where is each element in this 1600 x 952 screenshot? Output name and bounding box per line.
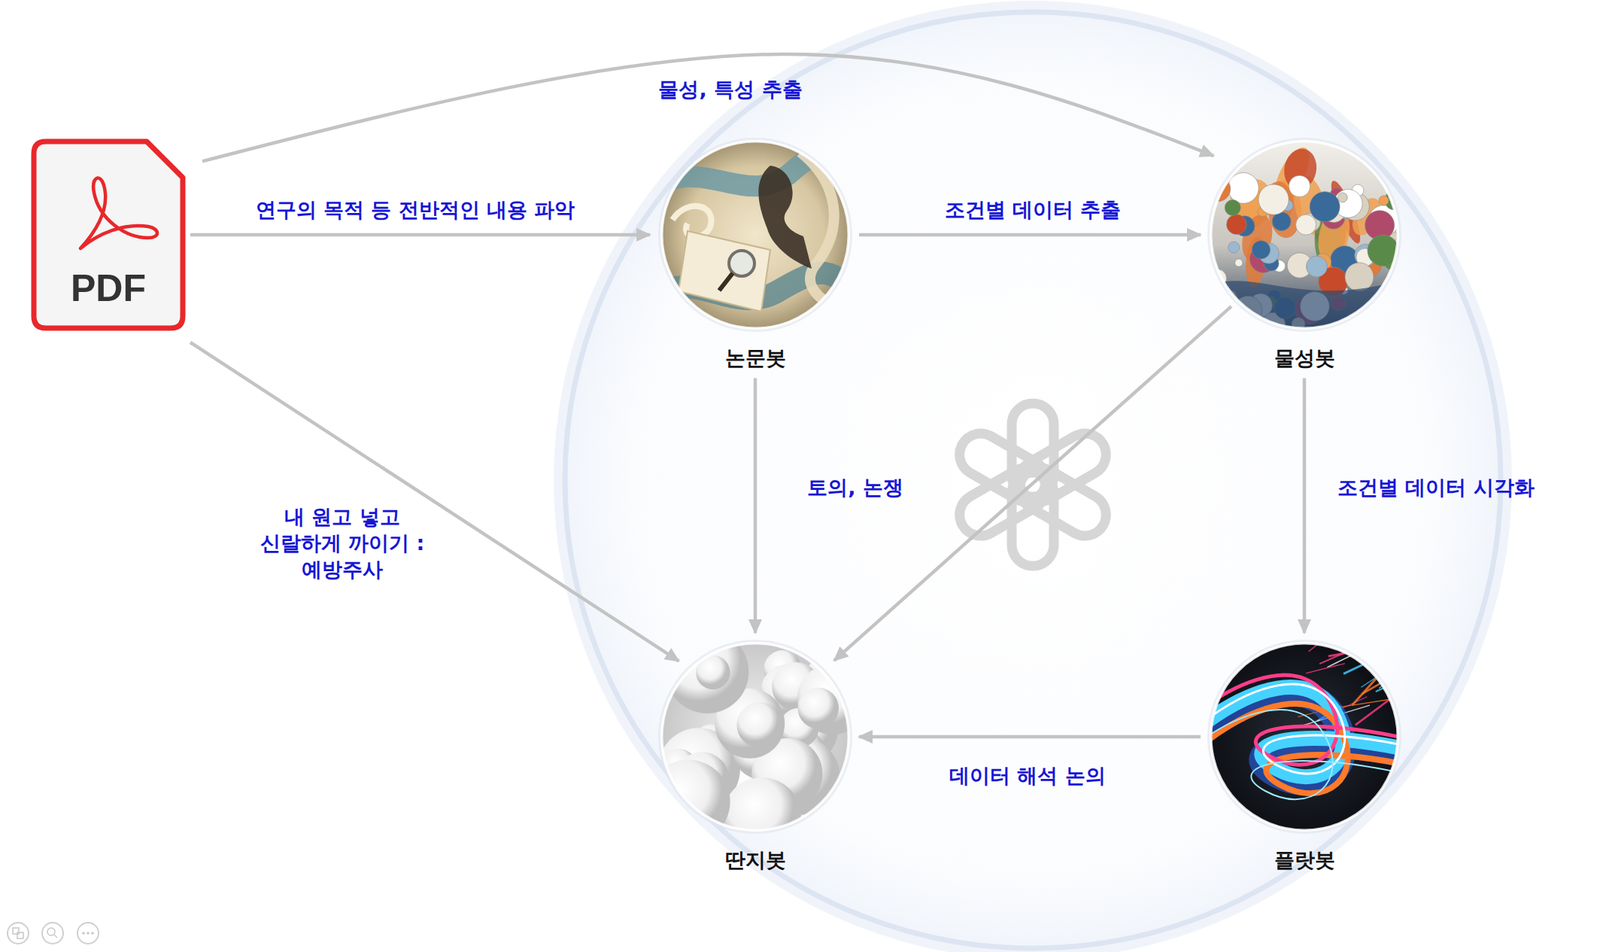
- art-content: [1206, 638, 1403, 835]
- bot-label: 논문봇: [657, 346, 854, 371]
- art-glow: [1207, 137, 1402, 332]
- art-magnifier: [728, 250, 755, 277]
- edge-label: 물성, 특성 추출: [658, 75, 802, 103]
- art-content: [657, 638, 854, 835]
- art-border: [1211, 141, 1398, 328]
- art-material: [1344, 262, 1374, 292]
- art-wave: [1206, 279, 1403, 333]
- bot-node: 논문봇: [657, 136, 854, 371]
- art-material: [1376, 298, 1387, 309]
- flow-arrow: [753, 377, 758, 633]
- flow-arrow: [190, 233, 650, 237]
- pdf-document: PDF: [27, 135, 189, 334]
- art-glow: [658, 137, 853, 332]
- art-streak: [1354, 638, 1400, 653]
- ui-icon-glyph: [86, 931, 90, 935]
- art-cloud-puff: [798, 687, 840, 729]
- bot-node: 플랏봇: [1206, 638, 1403, 872]
- viewer-icons: [7, 922, 99, 944]
- art-paper: [678, 230, 771, 312]
- art-border: [1211, 643, 1398, 830]
- art-cloud-puff: [736, 701, 783, 748]
- ui-icon-glyph: [17, 932, 24, 939]
- art-swoosh: [1206, 709, 1403, 799]
- art-bg: [657, 136, 854, 333]
- art-material: [1228, 241, 1240, 253]
- logo-petal: [951, 425, 1054, 509]
- art-material: [1309, 191, 1340, 222]
- art-streak: [1305, 663, 1345, 674]
- art-streak: [1352, 678, 1377, 705]
- art-streak: [1389, 648, 1403, 676]
- art-cloud-puff: [722, 777, 802, 835]
- art-material: [1208, 269, 1227, 289]
- art-border: [661, 141, 849, 328]
- bot-illustration: [1206, 638, 1403, 835]
- art-material: [1224, 199, 1241, 216]
- flow-arrow: [1302, 377, 1307, 633]
- art-material: [1366, 313, 1386, 333]
- art-material: [1235, 258, 1243, 267]
- art-material: [1384, 284, 1400, 301]
- art-streak: [1400, 638, 1403, 645]
- flow-arrow: [859, 734, 1201, 739]
- edge-label: 연구의 목적 등 전반적인 내용 파악: [255, 196, 576, 223]
- art-streak: [1344, 638, 1394, 644]
- art-content: [657, 136, 854, 333]
- art-border: [661, 643, 849, 830]
- edge-label: 내 원고 넣고 신랄하게 까이기 : 예방주사: [255, 503, 430, 583]
- art-streak: [1355, 698, 1391, 726]
- edge-label: 토의, 논쟁: [807, 473, 904, 501]
- art-material: [1337, 192, 1348, 203]
- acrobat-symbol: [80, 178, 158, 249]
- ui-icon: [77, 922, 99, 944]
- art-streak: [1343, 638, 1393, 640]
- ui-icon: [42, 922, 64, 944]
- ui-icon-glyph: [47, 927, 55, 936]
- art-material: [1378, 195, 1389, 206]
- pdf-label: PDF: [27, 267, 189, 310]
- art-streak: [1343, 659, 1373, 674]
- bot-label: 플랏봇: [1206, 847, 1403, 872]
- ui-icon-glyph: [81, 931, 86, 935]
- art-streak: [1312, 638, 1344, 644]
- edge-label: 데이터 해석 논의: [949, 762, 1106, 789]
- ui-icon-glyph: [12, 927, 19, 934]
- art-cloud-puff: [665, 638, 749, 714]
- ui-icon-glyph: [54, 934, 58, 938]
- edge-label: 조건별 데이터 시각화: [1337, 473, 1535, 501]
- art-material: [1251, 240, 1270, 259]
- ui-icon-glyph: [91, 931, 95, 935]
- bot-node: 딴지봇: [657, 638, 854, 872]
- art-streak: [1381, 638, 1403, 644]
- bot-node: 물성봇: [1206, 136, 1403, 371]
- flow-arrow: [190, 342, 679, 661]
- art-material: [1382, 290, 1393, 301]
- art-streak: [1319, 649, 1352, 664]
- art-swirl: [800, 151, 846, 310]
- art-content: [1206, 136, 1403, 333]
- bot-illustration: [1206, 136, 1403, 333]
- bot-label: 딴지봇: [657, 847, 854, 872]
- art-streak: [1398, 664, 1403, 675]
- art-material: [1227, 172, 1259, 204]
- art-swoosh: [1206, 703, 1403, 793]
- art-material: [1296, 214, 1317, 235]
- art-material: [1226, 214, 1248, 235]
- art-material: [1305, 255, 1327, 277]
- art-silhouette: [758, 165, 812, 269]
- art-material: [1288, 175, 1310, 197]
- art-magnifier-handle: [719, 273, 733, 291]
- flow-arrow: [202, 54, 1214, 161]
- art-material: [1272, 212, 1291, 231]
- bot-illustration: [657, 638, 854, 835]
- ui-icon: [7, 922, 29, 944]
- flow-arrow: [859, 233, 1201, 237]
- art-bg: [1206, 136, 1403, 333]
- bot-illustration: [657, 136, 854, 333]
- art-material: [1258, 184, 1289, 215]
- bot-label: 물성봇: [1206, 346, 1403, 371]
- edge-label: 조건별 데이터 추출: [944, 196, 1122, 223]
